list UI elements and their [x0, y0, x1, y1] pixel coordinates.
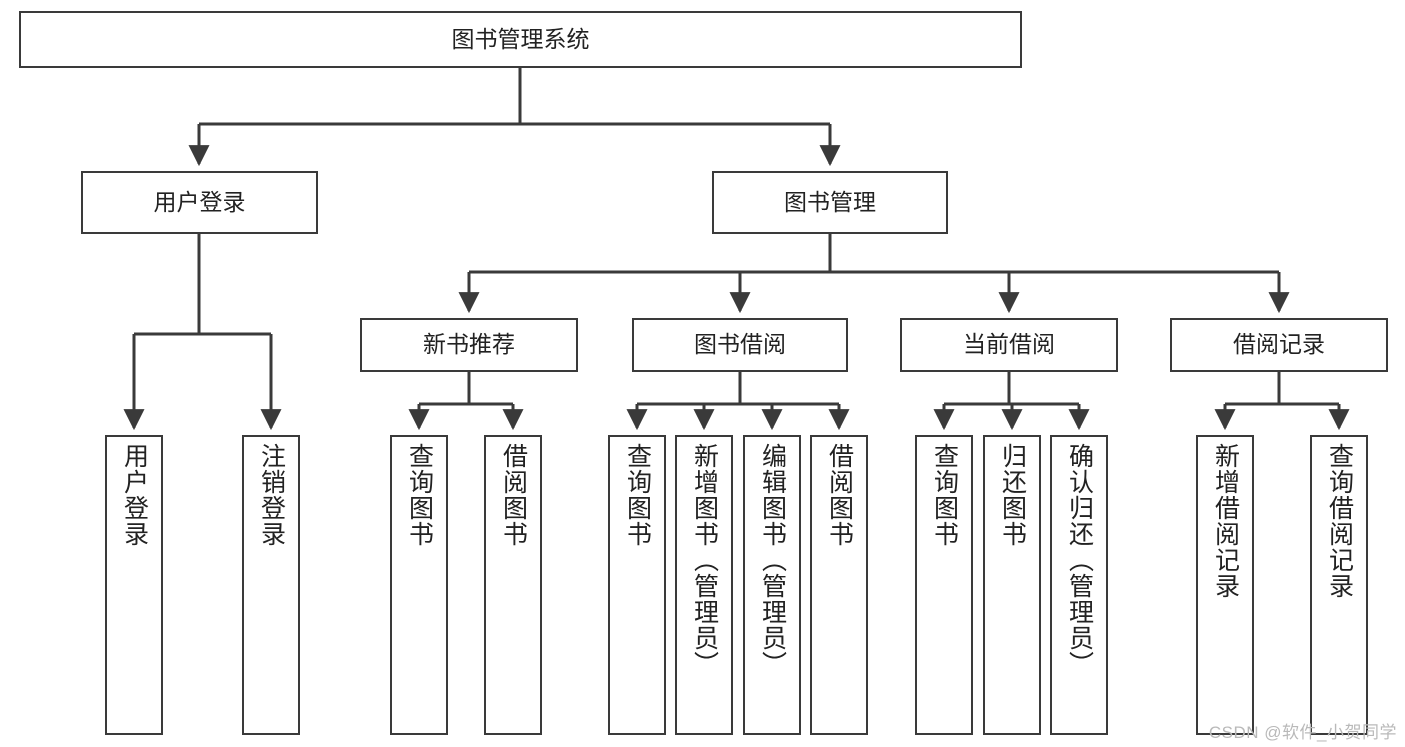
node-leaf-add-record[interactable]: 新增借阅记录 — [1196, 435, 1254, 735]
node-leaf-query-book-3[interactable]: 查询图书 — [915, 435, 973, 735]
node-book-borrow[interactable]: 图书借阅 — [632, 318, 848, 372]
node-book-manage[interactable]: 图书管理 — [712, 171, 948, 234]
node-leaf-add-book[interactable]: 新增图书（管理员） — [675, 435, 733, 735]
node-root-system[interactable]: 图书管理系统 — [19, 11, 1022, 68]
node-leaf-user-login-label: 用户登录 — [120, 443, 149, 547]
node-leaf-confirm-return-label: 确认归还（管理员） — [1065, 443, 1094, 677]
node-leaf-borrow-book-2[interactable]: 借阅图书 — [810, 435, 868, 735]
node-book-borrow-label: 图书借阅 — [694, 331, 786, 358]
node-borrow-record-label: 借阅记录 — [1233, 331, 1325, 358]
node-leaf-borrow-book-1-label: 借阅图书 — [499, 443, 528, 547]
node-leaf-borrow-book-2-label: 借阅图书 — [825, 443, 854, 547]
node-leaf-add-record-label: 新增借阅记录 — [1211, 443, 1240, 599]
node-leaf-add-book-label: 新增图书（管理员） — [690, 443, 719, 677]
node-new-book-recommend-label: 新书推荐 — [423, 331, 515, 358]
node-root-system-label: 图书管理系统 — [451, 25, 590, 52]
node-leaf-return-book[interactable]: 归还图书 — [983, 435, 1041, 735]
node-leaf-borrow-book-1[interactable]: 借阅图书 — [484, 435, 542, 735]
node-leaf-query-record-label: 查询借阅记录 — [1325, 443, 1354, 599]
node-user-login[interactable]: 用户登录 — [81, 171, 318, 234]
csdn-watermark: CSDN @软件_小贺同学 — [1208, 723, 1397, 742]
node-leaf-edit-book[interactable]: 编辑图书（管理员） — [743, 435, 801, 735]
node-leaf-query-book-3-label: 查询图书 — [930, 443, 959, 547]
node-leaf-query-record[interactable]: 查询借阅记录 — [1310, 435, 1368, 735]
node-leaf-query-book-2[interactable]: 查询图书 — [608, 435, 666, 735]
node-leaf-user-logout[interactable]: 注销登录 — [242, 435, 300, 735]
node-borrow-record[interactable]: 借阅记录 — [1170, 318, 1388, 372]
node-leaf-edit-book-label: 编辑图书（管理员） — [758, 443, 787, 677]
node-leaf-query-book-2-label: 查询图书 — [623, 443, 652, 547]
node-leaf-user-logout-label: 注销登录 — [257, 443, 286, 547]
node-leaf-query-book-1[interactable]: 查询图书 — [390, 435, 448, 735]
node-leaf-user-login[interactable]: 用户登录 — [105, 435, 163, 735]
node-book-manage-label: 图书管理 — [784, 188, 876, 215]
node-new-book-recommend[interactable]: 新书推荐 — [360, 318, 578, 372]
node-current-borrow[interactable]: 当前借阅 — [900, 318, 1118, 372]
node-leaf-query-book-1-label: 查询图书 — [405, 443, 434, 547]
node-leaf-return-book-label: 归还图书 — [998, 443, 1027, 547]
node-current-borrow-label: 当前借阅 — [963, 331, 1055, 358]
node-leaf-confirm-return[interactable]: 确认归还（管理员） — [1050, 435, 1108, 735]
node-user-login-label: 用户登录 — [153, 188, 246, 215]
